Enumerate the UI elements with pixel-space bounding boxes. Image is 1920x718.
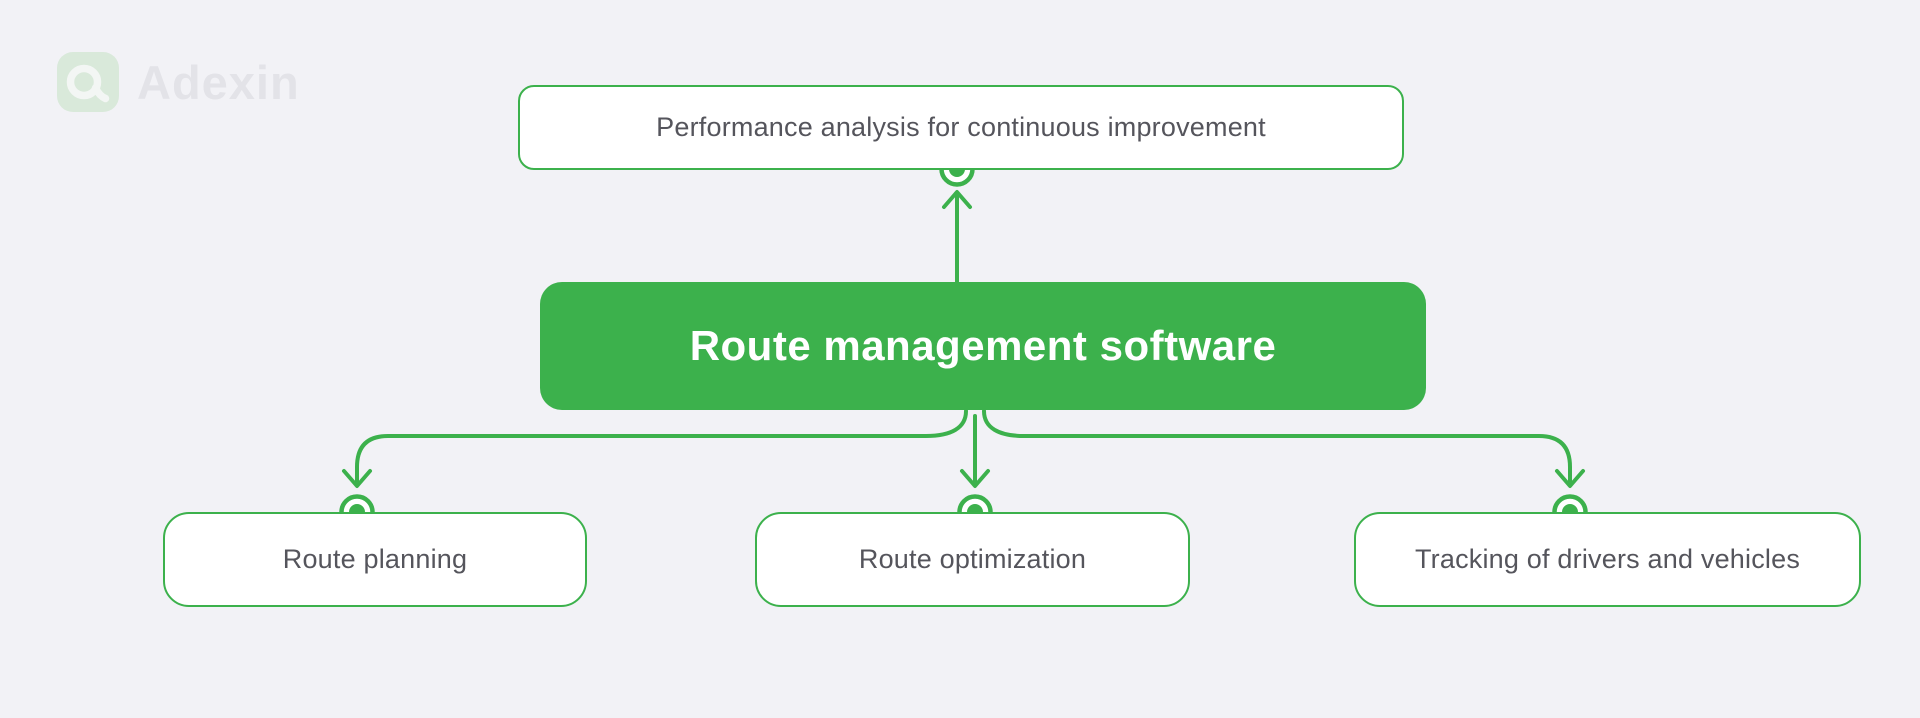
connector-center-to-middle-child	[960, 414, 990, 488]
adexin-logo-icon	[57, 52, 119, 112]
node-route-management-software: Route management software	[540, 282, 1426, 410]
connector-center-to-left-child	[342, 409, 968, 488]
adexin-logo: Adexin	[57, 52, 300, 112]
node-tracking-drivers-vehicles: Tracking of drivers and vehicles	[1354, 512, 1861, 607]
node-performance-analysis: Performance analysis for continuous impr…	[518, 85, 1404, 170]
connector-center-to-right-child	[982, 409, 1585, 488]
node-route-optimization: Route optimization	[755, 512, 1190, 607]
connector-center-to-top	[942, 190, 972, 284]
node-route-planning: Route planning	[163, 512, 587, 607]
brand-name: Adexin	[137, 55, 300, 109]
adexin-a-glyph	[66, 64, 110, 103]
